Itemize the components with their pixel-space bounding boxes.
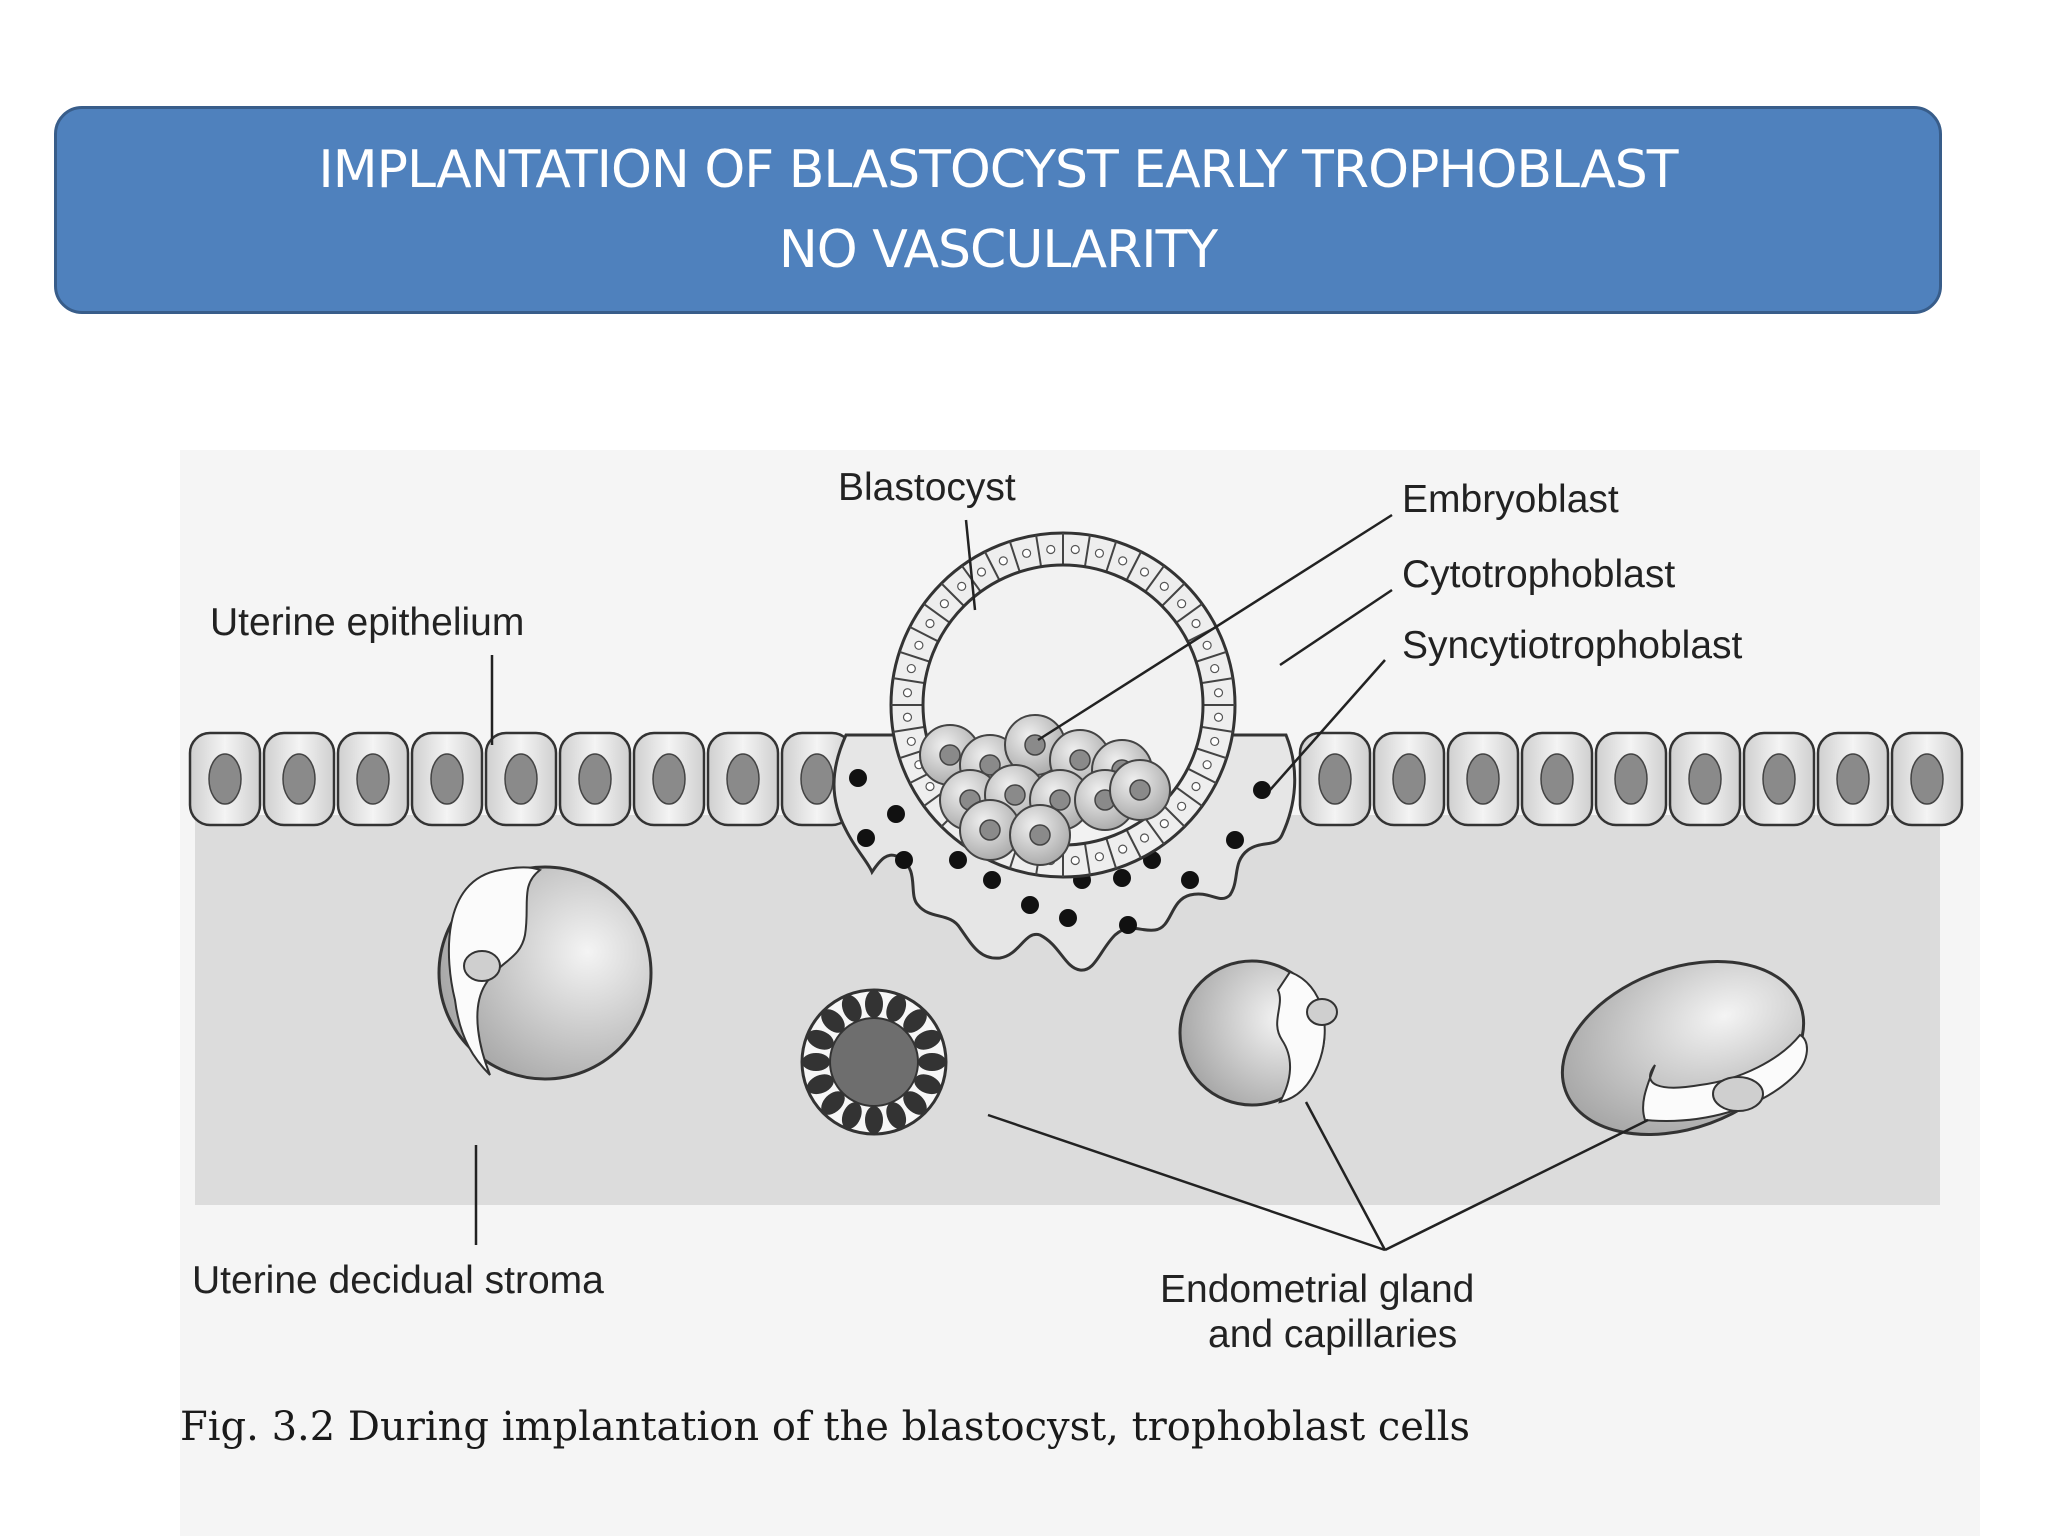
title-banner: IMPLANTATION OF BLASTOCYST EARLY TROPHOB… [54, 106, 1942, 314]
title-line-2: NO VASCULARITY [778, 220, 1218, 280]
label-endometrial-gland: Endometrial gland [1160, 1268, 1474, 1311]
embryoblast-cells [919, 714, 1171, 866]
leader-lines [474, 513, 1649, 1252]
capillary-right [1560, 960, 1808, 1136]
endometrial-gland [800, 988, 948, 1136]
label-syncytiotrophoblast: Syncytiotrophoblast [1402, 624, 1743, 667]
blastocyst [889, 531, 1237, 879]
label-uterine-decidual-stroma: Uterine decidual stroma [192, 1259, 604, 1302]
capillary-left [437, 865, 653, 1081]
label-cytotrophoblast: Cytotrophoblast [1402, 553, 1675, 596]
label-blastocyst: Blastocyst [838, 466, 1016, 509]
label-uterine-epithelium: Uterine epithelium [210, 601, 524, 644]
figure-caption: Fig. 3.2 During implantation of the blas… [180, 1404, 1470, 1450]
title-line-1: IMPLANTATION OF BLASTOCYST EARLY TROPHOB… [318, 140, 1678, 200]
label-embryoblast: Embryoblast [1402, 478, 1619, 521]
uterine-epithelium [188, 731, 1964, 827]
capillary-middle [1178, 959, 1338, 1107]
label-capillaries: and capillaries [1208, 1313, 1457, 1356]
